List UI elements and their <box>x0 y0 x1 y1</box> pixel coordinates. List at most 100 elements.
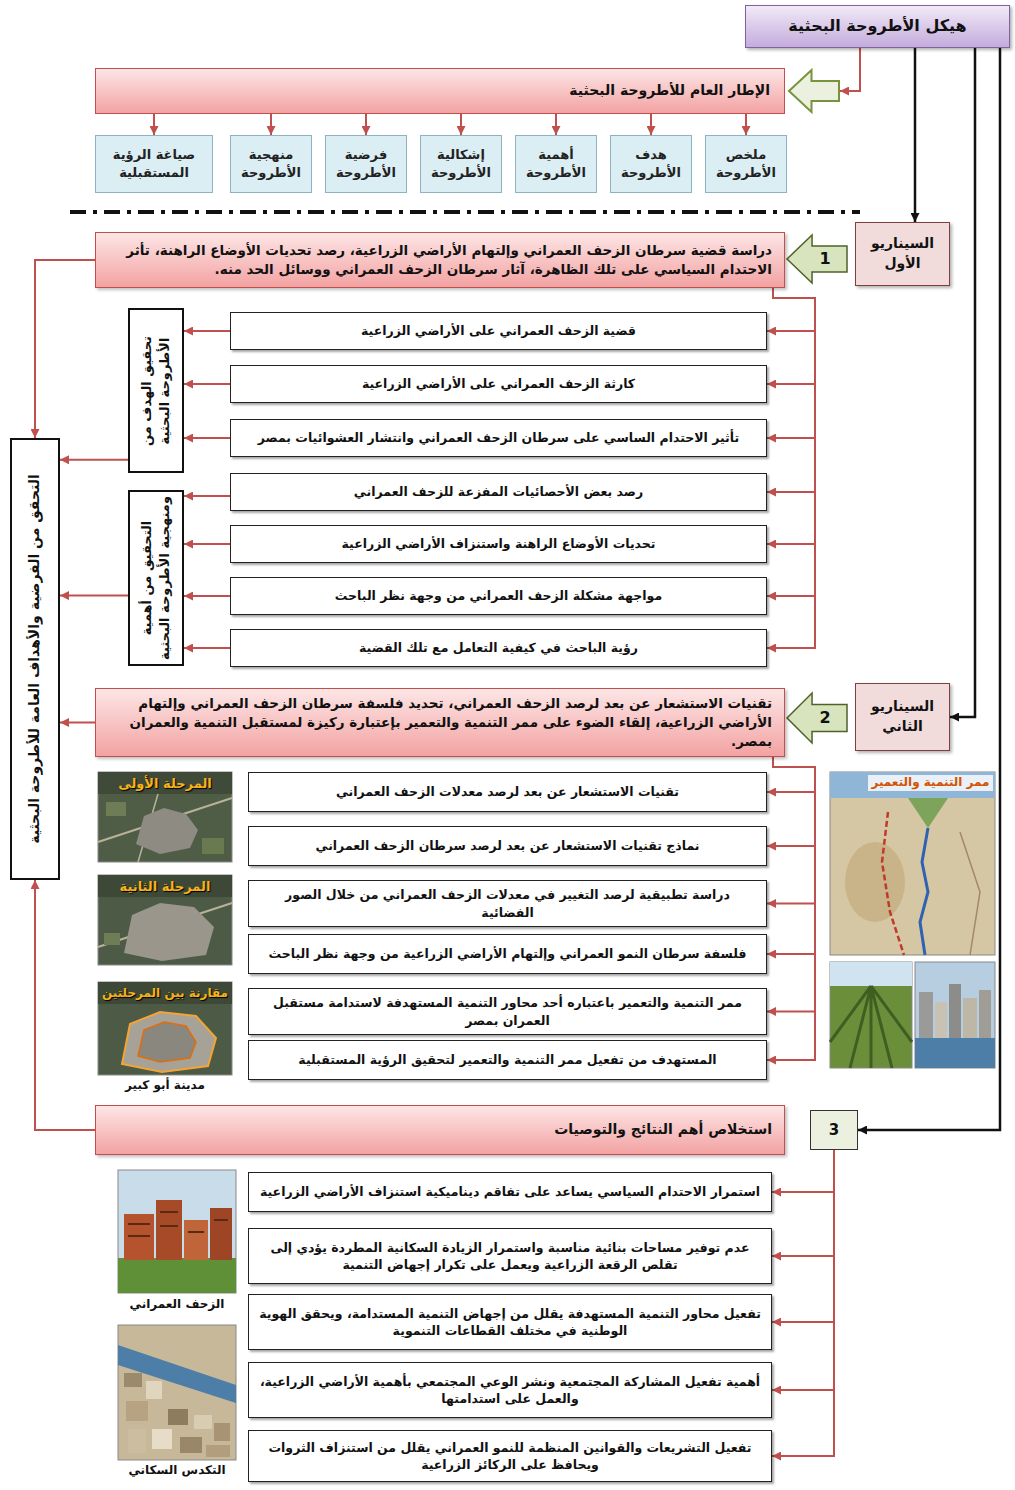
density-photo-part <box>152 1429 172 1449</box>
connector-arrow <box>767 288 815 648</box>
section-band: استخلاص أهم النتائج والتوصيات <box>95 1105 785 1155</box>
density-photo-part <box>194 1415 212 1429</box>
map-image-part <box>830 772 995 955</box>
topic-box: أهمية الأطروحة <box>515 135 597 193</box>
connector-arrow <box>60 459 128 461</box>
box-text: التحقق من الفرضية والأهداف العامة للأطرو… <box>25 444 45 874</box>
box-text: أهمية تفعيل المشاركة المجتمعية ونشر الوع… <box>257 1373 763 1408</box>
connector-arrow <box>767 757 815 846</box>
item-box: عدم توفير مساحات بنائية مناسبة واستمرار … <box>248 1228 772 1284</box>
item-box: تأثير الاحتدام الساسي على سرطان الزحف ال… <box>230 419 767 457</box>
connector-arrow <box>858 48 1000 1130</box>
section-band: الإطار العام للأطروحة البحثية <box>95 68 840 114</box>
box-text: تقنيات الاستشعار عن بعد لرصد الزحف العمر… <box>108 694 772 751</box>
sprawl-photo-part <box>118 1258 236 1293</box>
box-text: التحقيق من أهمية ومنهجية الأطروحة البحثي… <box>138 496 174 660</box>
connector-arrow <box>767 288 815 331</box>
sprawl-photo-part <box>210 1208 232 1260</box>
box-text: 1 <box>802 248 848 270</box>
satellite-image-part <box>124 903 214 961</box>
sprawl-photo-part <box>184 1220 208 1260</box>
box-text: رصد بعض الأحصائيات المفزعة للزحف العمران… <box>239 483 758 501</box>
city-photo-part <box>919 992 933 1038</box>
connector-arrow <box>184 330 230 332</box>
density-photo-part <box>126 1401 148 1421</box>
item-box: قضية الزحف العمراني على الأراضي الزراعية <box>230 312 767 350</box>
box-text: مواجهة مشكلة الزحف العمراني من وجهة نظر … <box>239 587 758 605</box>
city-photo <box>915 962 995 1068</box>
connector-arrow <box>767 757 815 954</box>
satellite-image <box>98 875 232 965</box>
city-photo-part <box>935 1002 947 1038</box>
connector-arrow <box>767 288 815 438</box>
topic-box: إشكالية الأطروحة <box>420 135 502 193</box>
satellite-image-part <box>122 1012 216 1072</box>
density-photo-part <box>146 1381 162 1399</box>
connector-arrow <box>184 543 230 545</box>
satellite-image <box>98 982 232 1075</box>
box-text: 3 <box>811 1120 857 1141</box>
box-text: هدف الأطروحة <box>615 146 687 182</box>
connector-arrow <box>767 757 815 904</box>
arrow-outline <box>787 693 847 743</box>
connector-arrow <box>772 1150 834 1322</box>
arrow-outline <box>787 235 847 283</box>
step-box: 3 <box>810 1110 858 1150</box>
connector-arrow <box>365 114 367 135</box>
arrow-shape <box>786 234 848 284</box>
item-box: أهمية تفعيل المشاركة المجتمعية ونشر الوع… <box>248 1362 772 1418</box>
map-image-part <box>908 798 948 828</box>
city-photo-part <box>949 984 961 1038</box>
box-text: فرضية الأطروحة <box>330 146 402 182</box>
section-band: دراسة قضية سرطان الزحف العمراني وإلتهام … <box>95 232 785 288</box>
connector-arrow <box>772 1150 834 1256</box>
satellite-image-part <box>202 838 224 854</box>
density-photo-part <box>124 1373 142 1387</box>
box-text: تأثير الاحتدام الساسي على سرطان الزحف ال… <box>239 429 758 447</box>
arrow-shape <box>786 692 848 744</box>
sprawl-photo <box>118 1170 236 1293</box>
box-text: المستهدف من تفعيل ممر التنمية والتعمير ل… <box>257 1051 758 1069</box>
connector-arrow <box>767 288 815 544</box>
map-image-part <box>960 832 980 955</box>
box-text: تفعيل محاور التنمية المستهدفة يقلل من إج… <box>257 1305 763 1340</box>
field-photo <box>830 962 912 1068</box>
vertical-box: التحقق من الفرضية والأهداف العامة للأطرو… <box>10 438 60 880</box>
divider-line <box>70 210 860 214</box>
density-photo-part <box>118 1345 236 1403</box>
box-text: تحديات الأوضاع الراهنة واستنزاف الأراضي … <box>239 535 758 553</box>
connector-arrow <box>555 114 557 135</box>
connector-arrow <box>767 288 815 596</box>
connector-arrow <box>767 288 815 384</box>
box-text: دراسة قضية سرطان الزحف العمراني وإلتهام … <box>108 241 772 279</box>
box-text: صياغة الرؤية المستقبلية <box>100 146 208 182</box>
connector-arrow <box>184 383 230 385</box>
scenario-box: السيناريو الأول <box>855 222 950 286</box>
sprawl-photo-part <box>128 1212 228 1236</box>
box-text: رؤية الباحث في كيفية التعامل مع تلك القض… <box>239 639 758 657</box>
item-box: تفعيل محاور التنمية المستهدفة يقلل من إج… <box>248 1294 772 1350</box>
box-text: تفعيل التشريعات والقوانين المنظمة للنمو … <box>257 1439 763 1474</box>
item-box: تقنيات الاستشعار عن بعد لرصد معدلات الزح… <box>248 772 767 812</box>
satellite-image-part <box>106 802 126 816</box>
scenario-box: السيناريو الثاني <box>855 683 950 751</box>
connector-arrow <box>772 1150 834 1456</box>
city-photo-part <box>963 998 977 1038</box>
city-photo-part <box>915 962 995 1068</box>
connector-arrow <box>767 757 815 1012</box>
topic-box: فرضية الأطروحة <box>325 135 407 193</box>
connector-arrow <box>914 48 917 222</box>
satellite-image-part <box>98 875 232 897</box>
box-text: قضية الزحف العمراني على الأراضي الزراعية <box>239 322 758 340</box>
map-image-part <box>830 772 995 798</box>
item-box: نماذج تقنيات الاستشعار عن بعد لرصد سرطان… <box>248 826 767 866</box>
section-band: تقنيات الاستشعار عن بعد لرصد الزحف العمر… <box>95 688 785 757</box>
connector-arrow <box>184 437 230 439</box>
box-text: منهجية الأطروحة <box>235 146 307 182</box>
connector-arrow <box>60 722 95 724</box>
box-text: هيكل الأطروحة البحثية <box>746 15 1009 37</box>
field-photo-part <box>830 962 912 986</box>
map-image <box>830 772 995 955</box>
density-photo-part <box>180 1437 202 1453</box>
